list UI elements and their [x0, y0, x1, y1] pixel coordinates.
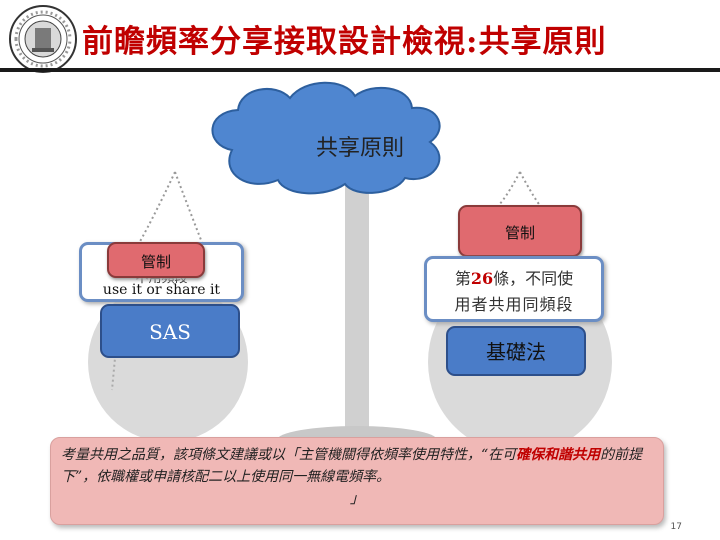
- right-article-box: 第26條，不同使 用者共用同頻段: [424, 256, 604, 322]
- note-highlight: 確保和諧共用: [516, 447, 600, 463]
- note-text-end: 」: [61, 488, 653, 510]
- article-number: 26: [471, 269, 493, 288]
- right-regulation-label: 管制: [458, 205, 582, 257]
- cloud-label: 共享原則: [0, 130, 720, 162]
- article-suffix: 條，不同使: [493, 269, 573, 288]
- note-callout: 考量共用之品質，該項條文建議或以「主管機關得依頻率使用特性，“在可確保和諧共用的…: [50, 437, 664, 525]
- basic-law-box: 基礎法: [446, 326, 586, 376]
- article-prefix: 第: [455, 269, 471, 288]
- page-number: 17: [671, 522, 682, 532]
- left-principle-line3: use it or share it: [82, 282, 241, 298]
- right-article-line2: 用者共用同頻段: [427, 291, 601, 315]
- right-article-line1: 第26條，不同使: [427, 265, 601, 289]
- note-text-part1: 考量共用之品質，該項條文建議或以「主管機關得依頻率使用特性，“在可: [61, 447, 516, 463]
- left-regulation-label: 管制: [107, 242, 205, 278]
- sas-box: SAS: [100, 304, 240, 358]
